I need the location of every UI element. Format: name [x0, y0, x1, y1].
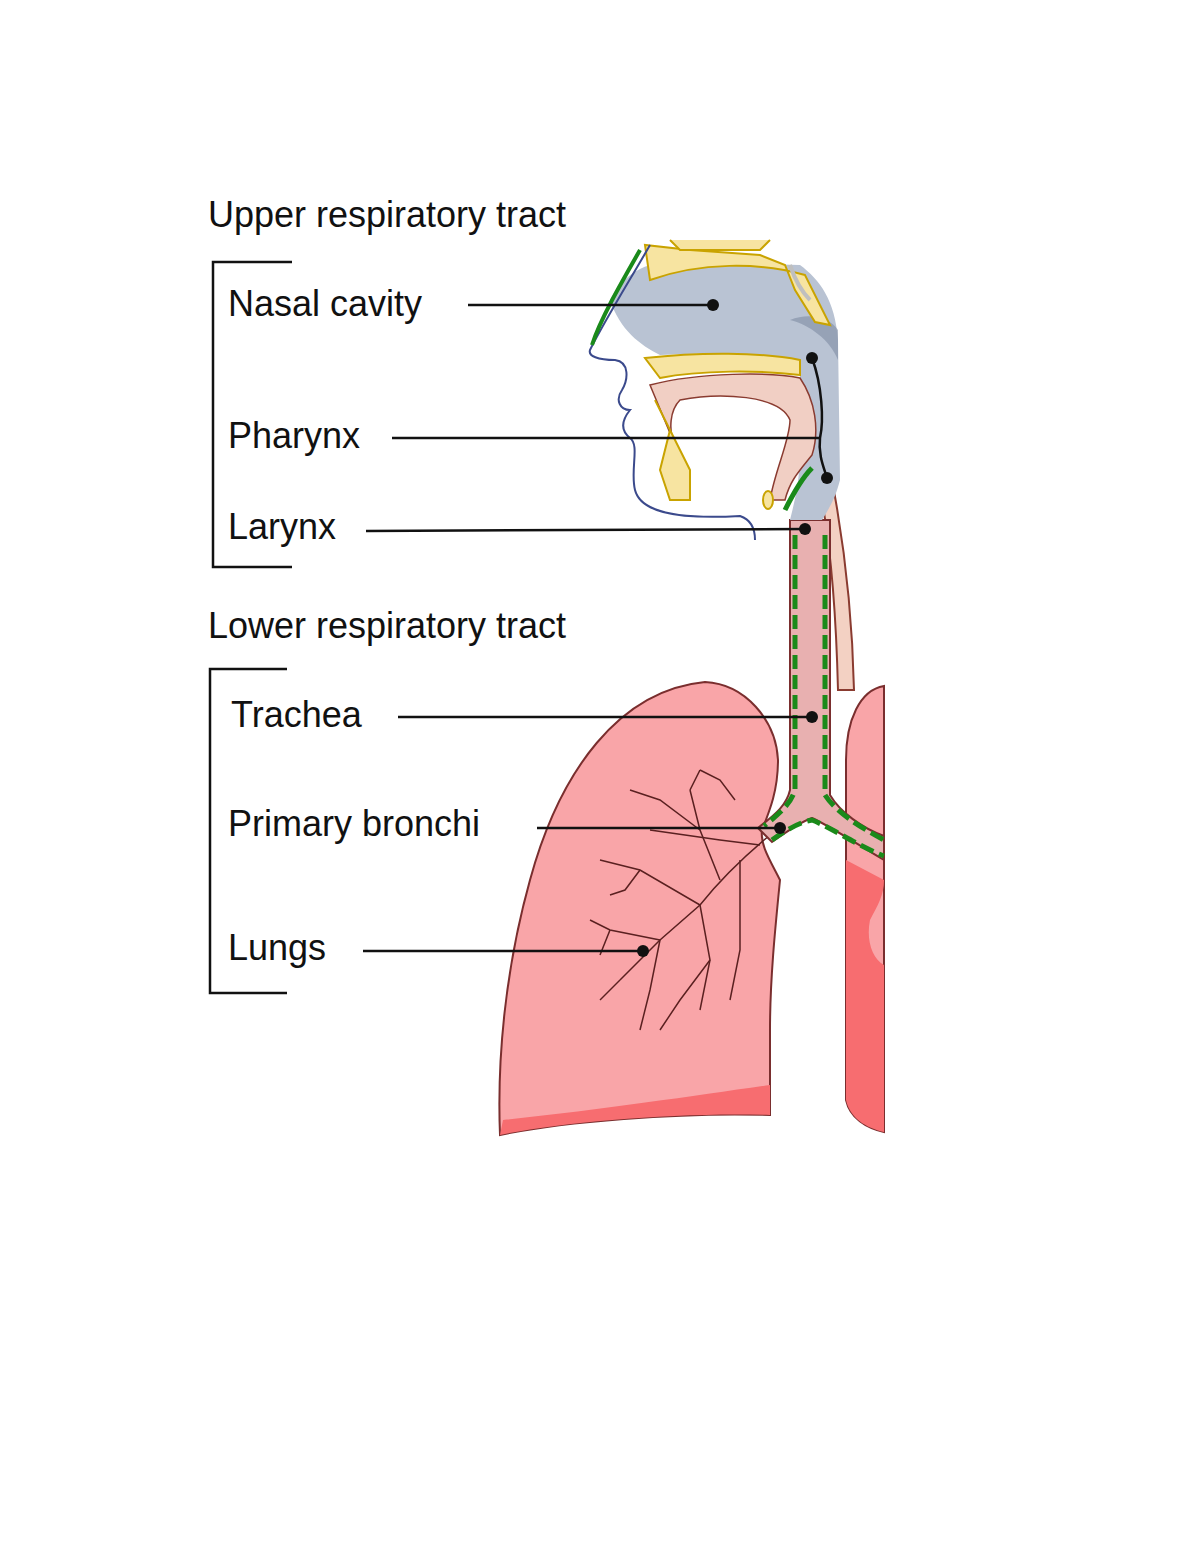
part-label: Trachea: [231, 695, 362, 735]
leader-dot: [707, 299, 719, 311]
part-label: Nasal cavity: [228, 284, 422, 324]
face-outline: [590, 245, 755, 540]
leader-dot: [821, 472, 833, 484]
skull-bone: [670, 240, 770, 250]
right-lung-shade: [846, 860, 884, 1132]
leader-dots: [637, 299, 833, 957]
leader-dot: [806, 711, 818, 723]
leader-line: [392, 437, 820, 440]
epiglottis: [785, 468, 812, 510]
hyoid-bone: [763, 491, 773, 509]
leader-line: [468, 304, 713, 307]
sinus-mark: [790, 265, 810, 300]
section-heading: Lower respiratory tract: [208, 606, 566, 646]
left-lung-shade: [500, 1085, 770, 1135]
part-label: Larynx: [228, 507, 336, 547]
leader-dot: [637, 945, 649, 957]
part-label: Lungs: [228, 928, 326, 968]
leader-dot: [799, 523, 811, 535]
leader-line: [398, 716, 812, 719]
nasal-lining: [592, 250, 640, 345]
left-lung: [499, 682, 780, 1135]
right-lung: [846, 686, 884, 1132]
nasal-bone: [645, 245, 830, 325]
leader-line: [537, 827, 780, 830]
leader-dot: [806, 352, 818, 364]
leader-span: [812, 358, 827, 478]
trachea: [758, 520, 884, 860]
section-heading: Upper respiratory tract: [208, 195, 566, 235]
part-label: Primary bronchi: [228, 804, 480, 844]
cilia-lining: [764, 535, 884, 856]
part-label: Pharynx: [228, 416, 360, 456]
leader-dot: [774, 822, 786, 834]
jaw-bone: [655, 400, 690, 500]
bronchial-tree: [590, 770, 770, 1030]
leader-line: [366, 529, 805, 531]
leader-line: [363, 950, 643, 953]
